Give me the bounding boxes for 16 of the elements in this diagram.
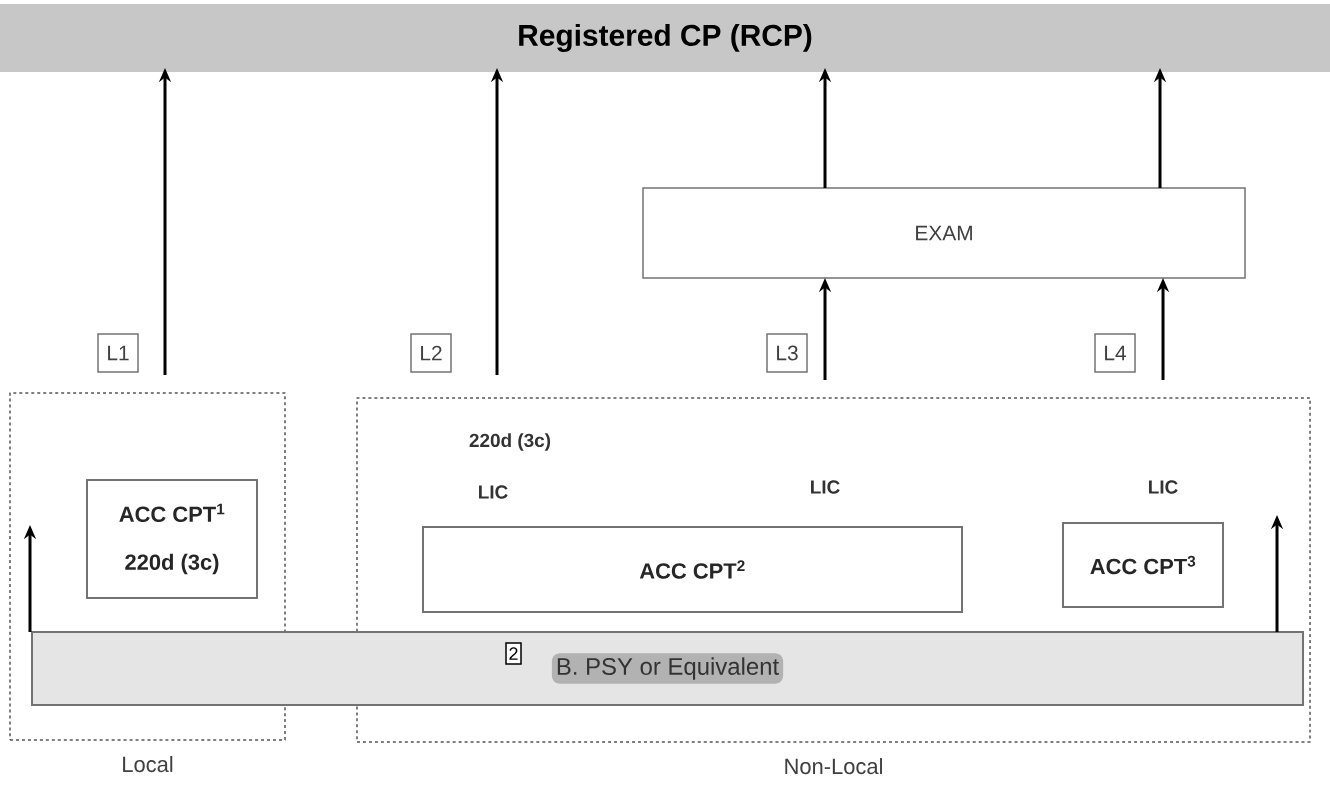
process-box: ACC CPT$^{1}$ 220d (3c) [86, 479, 258, 599]
exam-box: EXAM [642, 187, 1246, 279]
note-text: LIC [811, 480, 840, 494]
callout-number: 2 [505, 642, 522, 665]
label-box: L2 [410, 333, 452, 373]
title-band: Registered CP (RCP) [0, 4, 1330, 72]
label-box: L3 [766, 333, 808, 373]
note-text: LIC [479, 485, 508, 499]
label-box: L4 [1094, 333, 1136, 373]
note-text: 220d (3c) [469, 433, 551, 451]
process-box: ACC CPT$^{2}$ [422, 526, 963, 613]
label-box: L1 [97, 333, 139, 373]
node-label: Local [123, 756, 173, 773]
node-label: Non-Local [785, 758, 882, 775]
note-text: LIC [1149, 480, 1178, 494]
process-box: ACC CPT$^{3}$ [1062, 522, 1224, 608]
